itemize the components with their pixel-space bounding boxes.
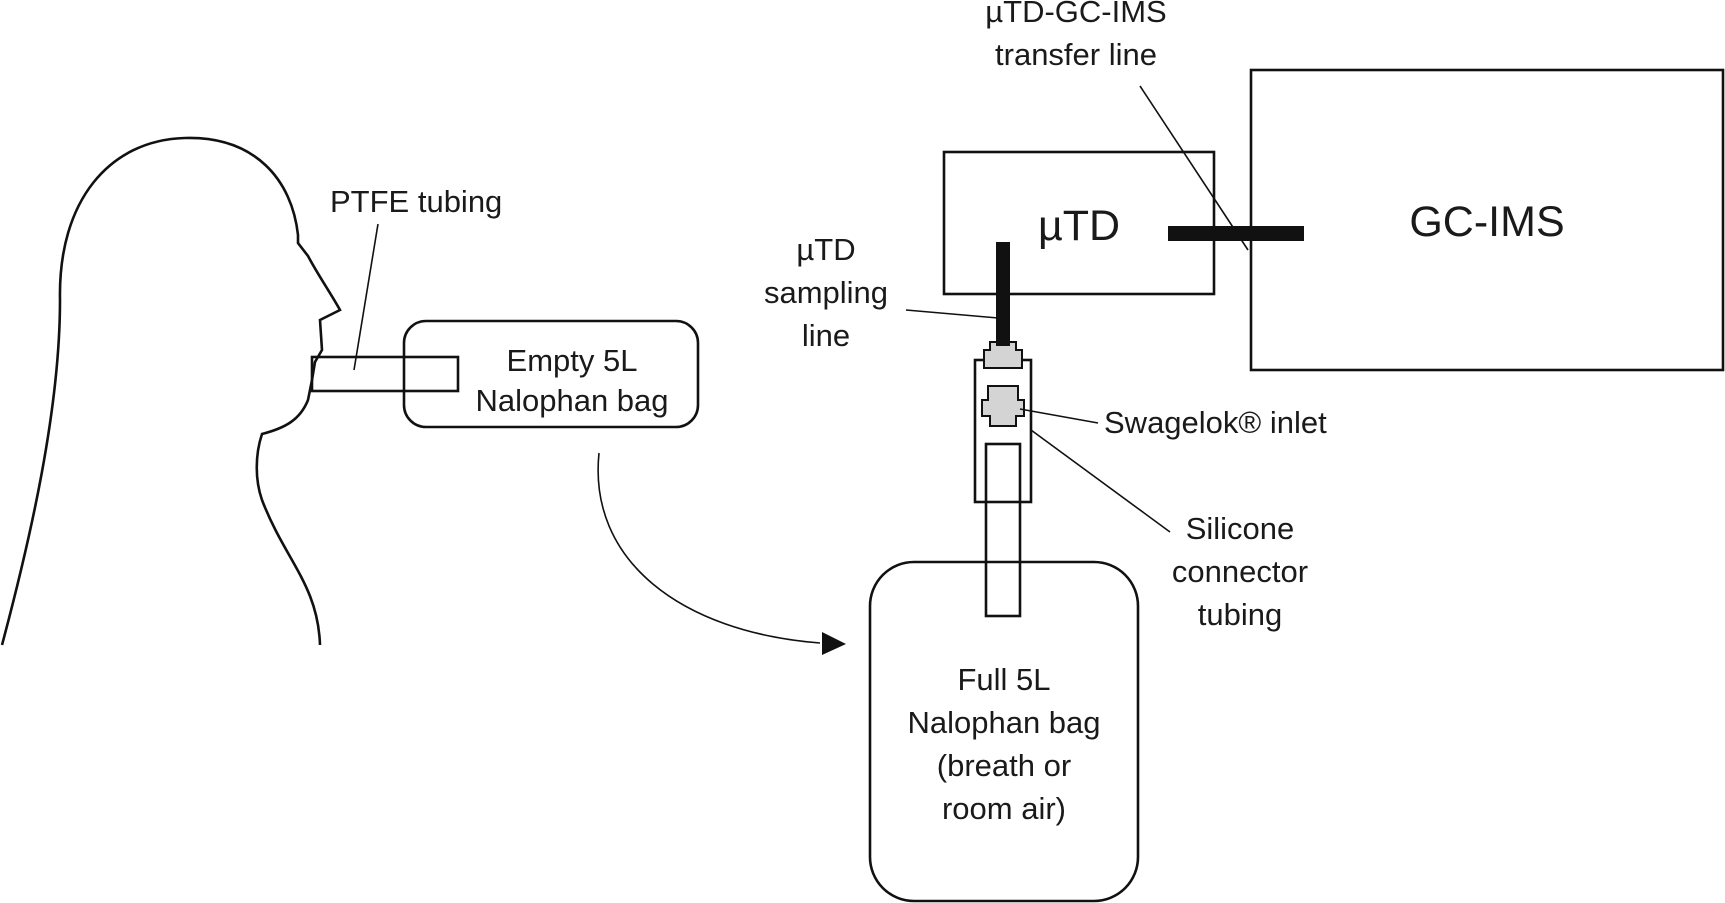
swagelok-upper-fitting (983, 341, 1023, 369)
ptfe-tubing-leader (353, 223, 379, 371)
full-bag-label-line1: Full 5L (957, 662, 1050, 697)
silicone-connector-tubing (973, 358, 1033, 504)
transfer-line-leader (1139, 85, 1249, 251)
transfer-arrow-head (822, 632, 846, 655)
swagelok-inlet-label: Swagelok® inlet (1104, 405, 1327, 440)
utd-box (942, 150, 1216, 296)
swagelok-inlet-fitting (981, 385, 1025, 427)
sampling-line-label-line1: µTD (796, 232, 855, 267)
ptfe-tubing (310, 355, 460, 393)
transfer-line-label-line2: transfer line (995, 37, 1157, 72)
transfer-arrow (597, 452, 821, 644)
sampling-line-leader (905, 309, 999, 319)
silicone-leader (1030, 429, 1171, 533)
silicone-label-line1: Silicone (1186, 511, 1295, 546)
silicone-label-line3: tubing (1198, 597, 1282, 632)
full-bag-label-line2: Nalophan bag (907, 705, 1100, 740)
sampling-line-label-line3: line (802, 318, 850, 353)
sampling-line-label-line2: sampling (764, 275, 888, 310)
gc-ims-label: GC-IMS (1409, 198, 1564, 246)
transfer-line-label-line1: µTD-GC-IMS (985, 0, 1166, 29)
full-bag-label-line4: room air) (942, 791, 1066, 826)
utd-label: µTD (1038, 202, 1120, 250)
full-nalophan-bag (868, 560, 1140, 903)
gc-ims-box (1249, 68, 1725, 372)
utd-gc-ims-transfer-line (1168, 226, 1304, 241)
full-bag-label-line3: (breath or (937, 748, 1071, 783)
silicone-label-line2: connector (1172, 554, 1308, 589)
empty-nalophan-bag (402, 319, 700, 429)
swagelok-inlet-leader (1019, 408, 1099, 424)
empty-bag-label-line2: Nalophan bag (475, 383, 668, 418)
person-silhouette (0, 136, 342, 646)
bag-neck-tube (984, 442, 1022, 618)
ptfe-tubing-label: PTFE tubing (330, 184, 502, 219)
empty-bag-label-line1: Empty 5L (507, 343, 638, 378)
